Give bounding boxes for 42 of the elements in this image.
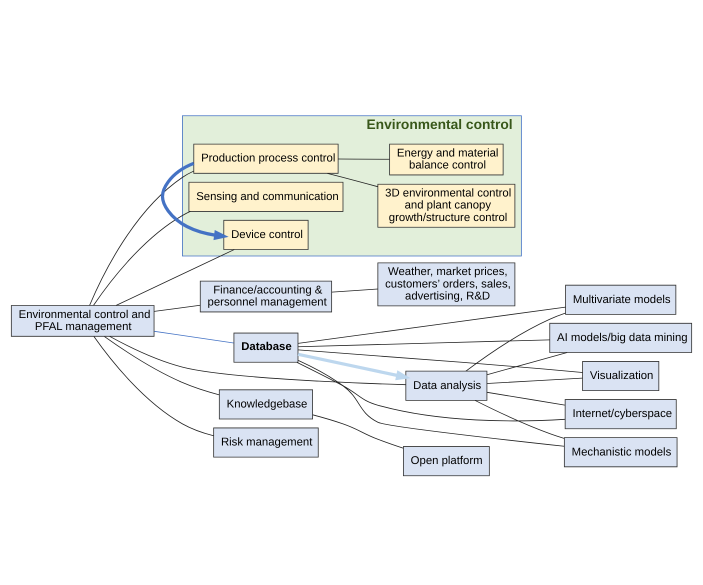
node-box: Visualization: [582, 361, 660, 392]
node-box: Finance/accounting & personnel management: [200, 280, 332, 312]
node-box: Knowledgebase: [218, 389, 313, 420]
connector: [296, 362, 566, 422]
connector: [109, 336, 406, 386]
node-box: Internet/cyberspace: [564, 399, 677, 430]
node-box: Energy and material balance control: [389, 144, 504, 176]
connector: [331, 288, 378, 293]
connector: [465, 312, 566, 372]
connector: [486, 352, 568, 376]
connector: [154, 330, 234, 344]
node-box: Mechanistic models: [564, 437, 678, 468]
node-box: Data analysis: [405, 370, 488, 401]
arrow: [298, 352, 411, 380]
connector: [486, 378, 583, 384]
node-box: Device control: [223, 220, 309, 250]
node-box: Open platform: [403, 446, 490, 476]
connector: [486, 392, 566, 406]
connector: [94, 336, 214, 436]
connector: [326, 172, 378, 188]
connector: [298, 350, 583, 373]
node-box: AI models/big data mining: [549, 322, 692, 353]
arrow: [160, 162, 229, 240]
connector: [338, 158, 390, 160]
connector: [93, 211, 191, 306]
connector: [116, 249, 235, 306]
node-box: 3D environmental control and plant canopy growth/structure control: [377, 184, 516, 228]
connector: [298, 339, 550, 348]
connector: [298, 360, 565, 447]
node-box: Environmental control and PFAL management: [10, 305, 154, 337]
connector: [298, 306, 566, 344]
node-box: Risk management: [213, 428, 319, 458]
connector: [104, 336, 220, 396]
connector: [474, 400, 564, 439]
connector: [312, 414, 404, 449]
node-box: Sensing and communication: [188, 182, 344, 212]
node-box: Production process control: [193, 144, 339, 174]
connector: [89, 170, 194, 306]
node-box: Weather, market prices, customers’ orders, sales, advertising, R&D: [377, 262, 516, 306]
node-box: Multivariate models: [565, 284, 676, 315]
node-box: Database: [234, 332, 298, 363]
connector: [154, 304, 201, 312]
